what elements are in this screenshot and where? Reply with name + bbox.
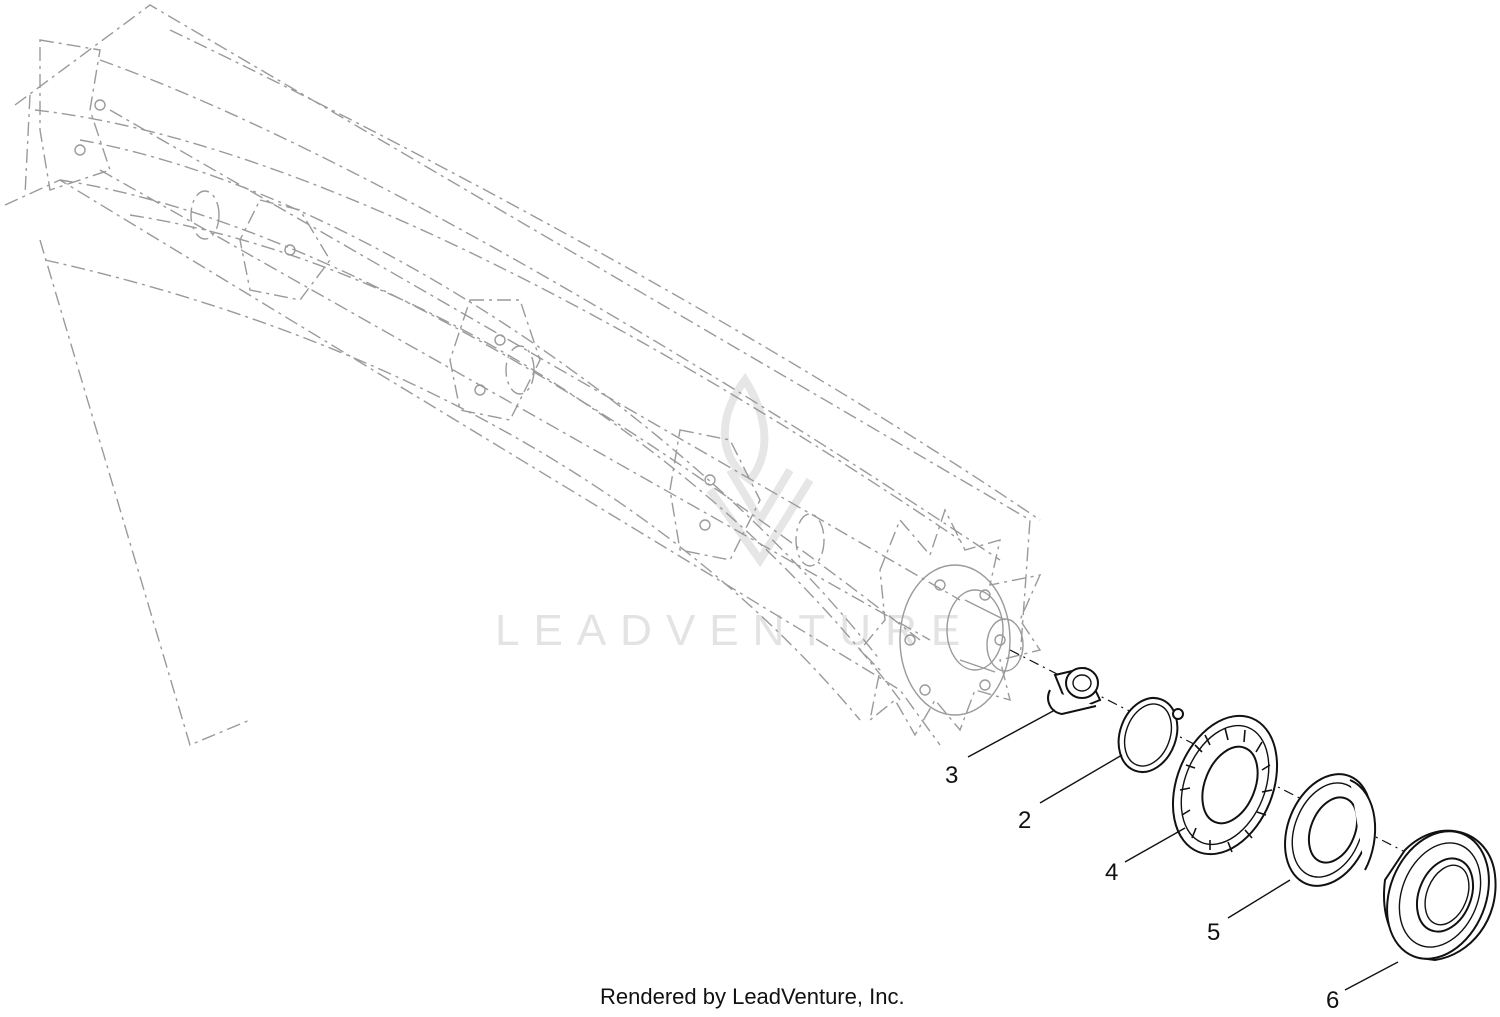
leader-line-3 xyxy=(967,709,1056,758)
part-5-seal xyxy=(1284,773,1377,887)
part-4-thrust-bearing xyxy=(1171,714,1279,856)
callout-5: 5 xyxy=(1207,919,1220,946)
assembly-centerline xyxy=(1009,649,1461,881)
leader-line-5 xyxy=(1227,879,1291,919)
part-3-spacer xyxy=(1047,666,1102,716)
leader-line-4 xyxy=(1124,827,1186,863)
leader-line-2 xyxy=(1039,754,1123,804)
part-2-retaining-ring xyxy=(1117,697,1184,773)
callout-4: 4 xyxy=(1105,859,1118,886)
callout-6: 6 xyxy=(1326,987,1339,1014)
reel-assembly-outline xyxy=(4,4,1042,746)
watermark-text: LEADVENTURE xyxy=(495,606,974,655)
watermark-logo-icon xyxy=(706,372,814,568)
rendered-by-footer: Rendered by LeadVenture, Inc. xyxy=(600,984,905,1009)
callout-2: 2 xyxy=(1018,807,1031,834)
part-6-ball-bearing xyxy=(1383,829,1497,962)
callout-3: 3 xyxy=(945,762,958,789)
leader-line-6 xyxy=(1344,961,1399,991)
